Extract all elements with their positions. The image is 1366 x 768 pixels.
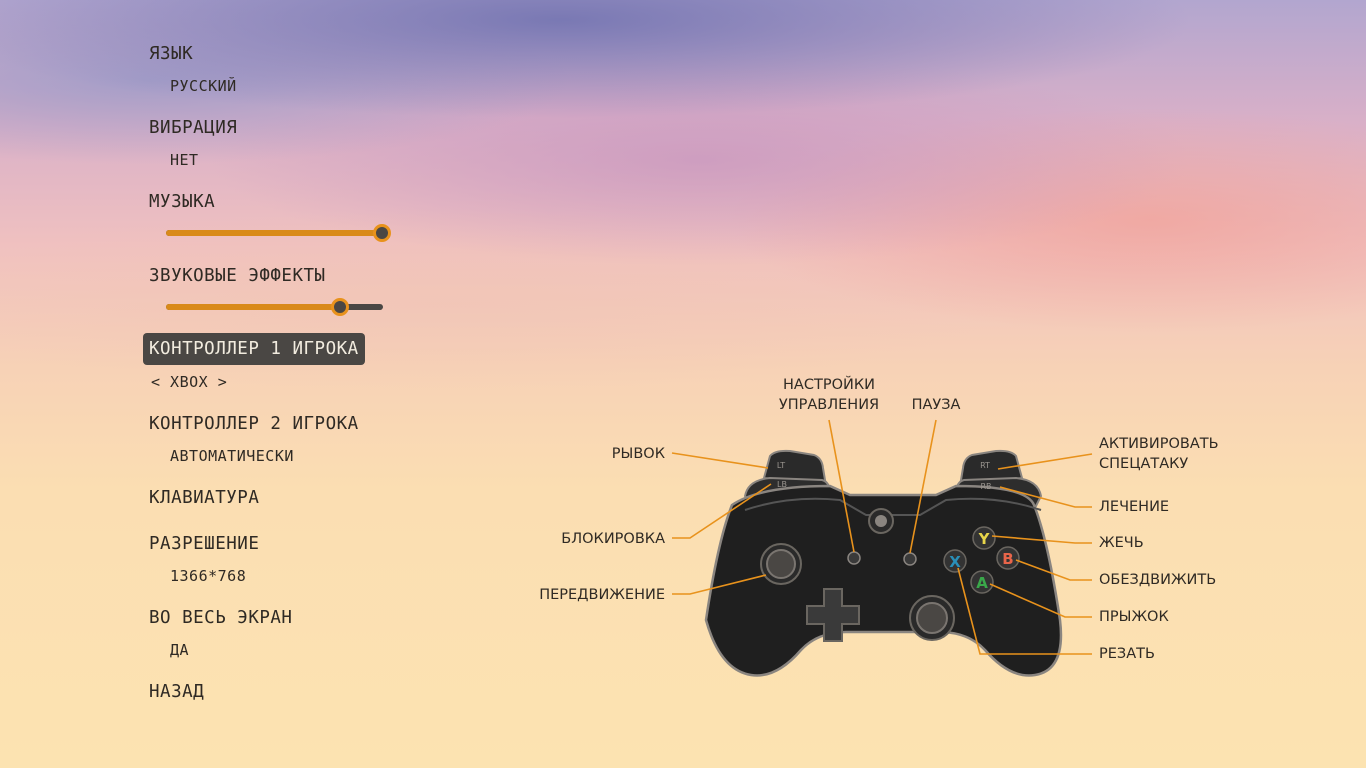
label-dash: РЫВОК	[611, 446, 665, 462]
vibration-label[interactable]: ВИБРАЦИЯ	[149, 118, 238, 138]
controller1-label[interactable]: КОНТРОЛЛЕР 1 ИГРОКА	[143, 333, 365, 365]
label-control-settings-2: УПРАВЛЕНИЯ	[778, 397, 880, 413]
line-pause	[909, 419, 937, 554]
controller2-label[interactable]: КОНТРОЛЛЕР 2 ИГРОКА	[149, 414, 359, 434]
line-jump	[989, 583, 1092, 618]
resolution-label[interactable]: РАЗРЕШЕНИЕ	[149, 534, 260, 554]
language-label[interactable]: ЯЗЫК	[149, 44, 194, 64]
language-value[interactable]: РУССКИЙ	[170, 77, 237, 95]
a-button-glyph: A	[976, 574, 988, 592]
label-burn: ЖЕЧЬ	[1099, 535, 1144, 551]
left-stick	[766, 549, 796, 579]
lt-glyph: LT	[777, 461, 785, 470]
music-slider[interactable]	[166, 224, 391, 242]
y-button	[972, 526, 996, 550]
line-block	[672, 483, 772, 539]
label-special-2: СПЕЦАТАКУ	[1099, 456, 1189, 472]
resolution-value[interactable]: 1366*768	[170, 567, 247, 585]
label-cut: РЕЗАТЬ	[1099, 646, 1155, 662]
label-immobilize: ОБЕЗДВИЖИТЬ	[1099, 572, 1217, 588]
line-burn	[991, 535, 1092, 544]
label-special-1: АКТИВИРОВАТЬ	[1099, 436, 1219, 452]
guide-logo	[875, 515, 887, 527]
b-button-glyph: B	[1002, 550, 1013, 568]
label-block: БЛОКИРОВКА	[561, 531, 665, 547]
line-heal	[999, 486, 1092, 508]
controller1-selector[interactable]: < XBOX >	[151, 373, 228, 391]
line-move	[672, 574, 767, 595]
music-slider-fill	[166, 230, 382, 236]
vibration-value[interactable]: НЕТ	[170, 151, 199, 169]
leader-lines	[671, 419, 1093, 655]
rb-glyph: RB	[980, 482, 991, 491]
back-button[interactable]: НАЗАД	[149, 682, 205, 702]
fullscreen-label[interactable]: ВО ВЕСЬ ЭКРАН	[149, 608, 293, 628]
right-stick	[916, 602, 948, 634]
sfx-slider-knob[interactable]	[331, 298, 349, 316]
line-dash	[671, 452, 769, 469]
dpad	[806, 588, 860, 642]
line-immobilize	[1015, 559, 1092, 581]
line-settings	[828, 419, 855, 553]
controller-body	[704, 484, 1063, 677]
a-button	[970, 570, 994, 594]
music-label[interactable]: МУЗЫКА	[149, 192, 216, 212]
fullscreen-value[interactable]: ДА	[170, 641, 190, 659]
sfx-label[interactable]: ЗВУКОВЫЕ ЭФФЕКТЫ	[149, 266, 326, 286]
line-special	[997, 453, 1093, 470]
b-button	[996, 546, 1020, 570]
left-trigger	[762, 449, 828, 488]
settings-menu: ЯЗЫК РУССКИЙ ВИБРАЦИЯ НЕТ МУЗЫКА ЗВУКОВЫ…	[0, 0, 500, 768]
sfx-slider[interactable]	[166, 298, 383, 316]
keyboard-label[interactable]: КЛАВИАТУРА	[149, 488, 260, 508]
lb-glyph: LB	[777, 480, 787, 489]
label-heal: ЛЕЧЕНИЕ	[1099, 499, 1170, 515]
y-button-glyph: Y	[978, 530, 991, 548]
label-move: ПЕРЕДВИЖЕНИЕ	[539, 587, 665, 603]
menu-button	[903, 552, 917, 566]
rt-glyph: RT	[980, 461, 990, 470]
music-slider-knob[interactable]	[373, 224, 391, 242]
x-button-glyph: X	[949, 553, 961, 571]
controller2-value[interactable]: АВТОМАТИЧЕСКИ	[170, 447, 294, 465]
label-control-settings-1: НАСТРОЙКИ	[783, 377, 875, 393]
view-button	[847, 551, 861, 565]
line-cut	[957, 567, 1092, 655]
x-button	[943, 549, 967, 573]
sfx-slider-fill	[166, 304, 340, 310]
label-jump: ПРЫЖОК	[1099, 609, 1169, 625]
controller-top-trim	[744, 497, 1042, 516]
label-pause: ПАУЗА	[911, 397, 961, 413]
right-trigger	[958, 449, 1024, 488]
